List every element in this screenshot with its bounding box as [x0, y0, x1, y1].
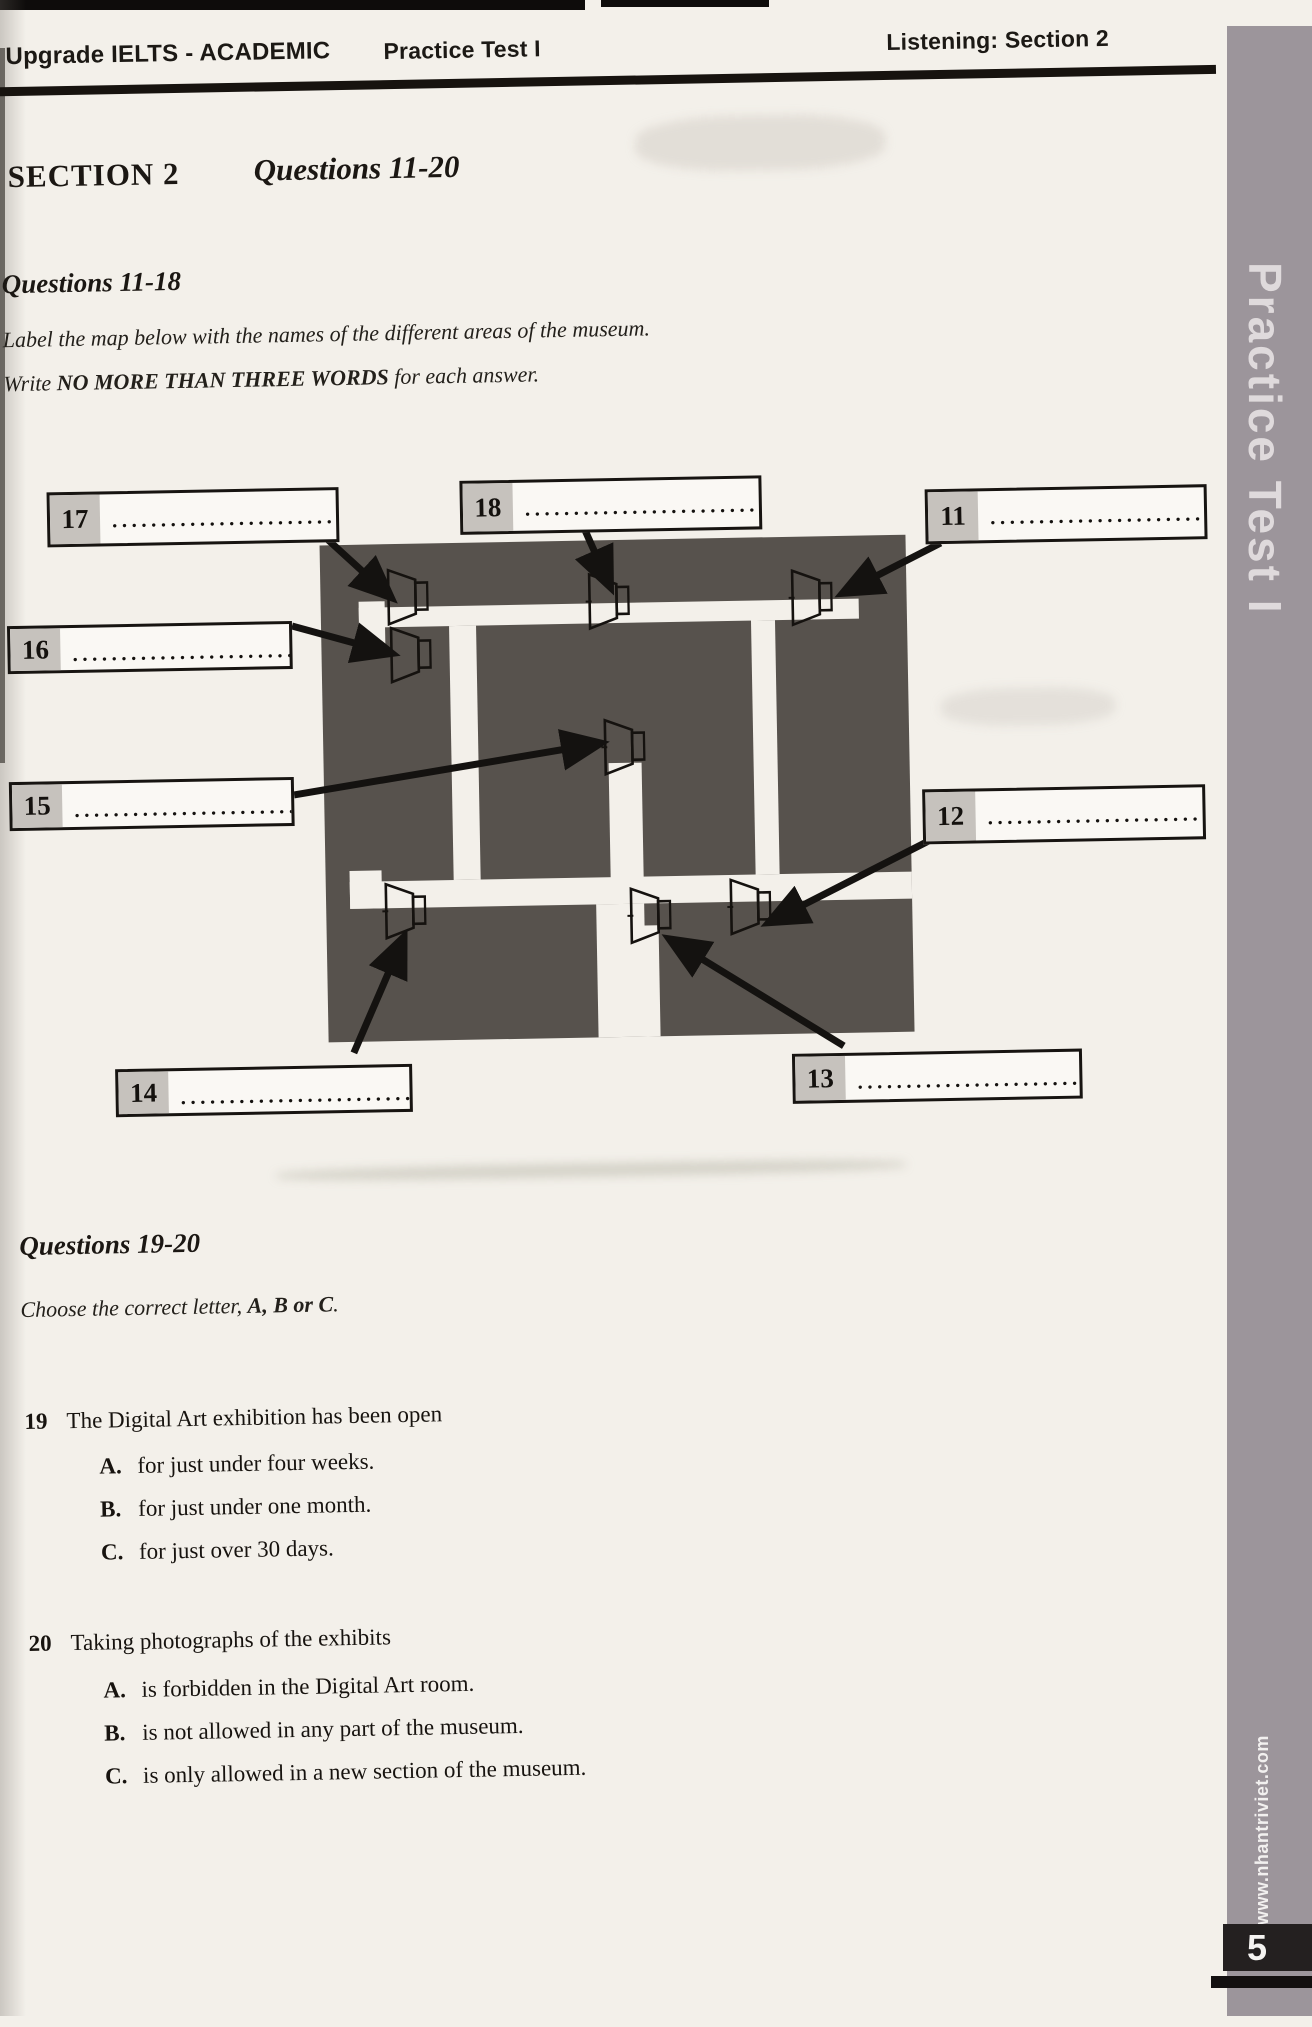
answer-box-14: 14 ....................................: [115, 1063, 413, 1118]
section-question-range: Questions 11-20: [253, 148, 460, 188]
map-task-heading: Questions 11-18: [1, 265, 182, 300]
answer-number: 11: [927, 491, 979, 542]
question-20-option-b[interactable]: is not allowed in any part of the museum…: [142, 1712, 524, 1745]
corridor-vertical-right: [750, 620, 780, 875]
answer-blank-13[interactable]: ....................................: [857, 1063, 1080, 1094]
mc-task-heading: Questions 19-20: [19, 1227, 201, 1262]
answer-box-17: 17 ....................................: [46, 487, 340, 548]
door-11-icon: [788, 567, 833, 628]
question-19-number: 19: [24, 1408, 48, 1434]
question-19-text: The Digital Art exhibition has been open: [66, 1401, 443, 1434]
mc-task-instruction: Choose the correct letter, A, B or C.: [20, 1291, 339, 1323]
answer-box-13: 13 ....................................: [791, 1048, 1083, 1104]
scan-edge-sliver: [0, 48, 5, 763]
answer-box-16: 16 ....................................: [6, 620, 293, 675]
corridor-vertical-center: [608, 762, 644, 881]
answer-box-12: 12 ....................................: [922, 784, 1207, 845]
door-12-icon: [727, 876, 772, 937]
question-19-option-c-letter: C.: [100, 1539, 124, 1565]
sidebar-website: www.nhantriviet.com: [1252, 1735, 1272, 1925]
question-20-option-a[interactable]: is forbidden in the Digital Art room.: [141, 1670, 475, 1702]
mc-instruction-prefix: Choose the correct letter,: [20, 1292, 248, 1323]
question-20-option-a-letter: A.: [103, 1677, 127, 1703]
page-number-bar: [1211, 1976, 1312, 1988]
answer-number: 13: [794, 1055, 846, 1101]
answer-blank-14[interactable]: ....................................: [180, 1078, 410, 1110]
answer-number: 17: [49, 494, 101, 545]
header-section-title: Listening: Section 2: [886, 24, 1110, 55]
question-19-option-a-letter: A.: [99, 1453, 122, 1479]
page-number-box: 5: [1223, 1924, 1312, 1971]
answer-box-18: 18 ....................................: [459, 475, 763, 535]
sidebar: [1227, 26, 1312, 2016]
header-rule: [0, 64, 1217, 97]
mc-instruction-bold: A, B or C: [247, 1291, 334, 1318]
answer-number: 15: [11, 784, 63, 829]
instruction-2-bold: NO MORE THAN THREE WORDS: [56, 364, 389, 396]
question-19-option-b-letter: B.: [99, 1496, 122, 1522]
question-20-option-c[interactable]: is only allowed in a new section of the …: [142, 1754, 587, 1788]
corridor-vertical-left: [449, 625, 481, 881]
corridor-lower-left-notch: [349, 870, 383, 909]
answer-blank-16[interactable]: ....................................: [72, 635, 290, 666]
question-20-number: 20: [28, 1630, 52, 1656]
answer-number: 12: [925, 791, 977, 842]
question-19-option-b[interactable]: for just under one month.: [137, 1491, 372, 1521]
question-19-option-c[interactable]: for just over 30 days.: [138, 1535, 334, 1564]
scan-edge-strip: [0, 0, 585, 10]
door-18-icon: [585, 571, 630, 632]
answer-blank-17[interactable]: ....................................: [111, 501, 337, 533]
sidebar-tab-label: Practice Test I: [1239, 262, 1291, 616]
question-19-option-a[interactable]: for just under four weeks.: [137, 1448, 375, 1478]
answer-box-15: 15 ....................................: [8, 776, 295, 832]
header-test-title: Practice Test I: [383, 35, 541, 65]
question-20-text: Taking photographs of the exhibits: [70, 1624, 392, 1656]
mc-instruction-suffix: .: [332, 1291, 339, 1317]
question-20-option-c-letter: C.: [104, 1763, 128, 1789]
answer-box-11: 11 ....................................: [924, 484, 1208, 545]
door-14-icon: [382, 881, 427, 942]
instruction-2-prefix: Write: [3, 370, 57, 397]
answer-blank-11[interactable]: ....................................: [989, 498, 1205, 530]
answer-number: 14: [118, 1071, 169, 1115]
scan-smudge: [940, 685, 1116, 728]
scan-smudge: [634, 113, 886, 173]
scan-edge-strip: [601, 0, 769, 7]
instruction-2-suffix: for each answer.: [388, 361, 540, 390]
page-number: 5: [1247, 1926, 1268, 1968]
door-13-icon: [627, 885, 672, 946]
door-16-icon: [387, 624, 432, 685]
answer-number: 18: [462, 482, 514, 532]
answer-number: 16: [10, 628, 61, 672]
door-15-icon: [601, 717, 646, 778]
section-label: SECTION 2: [7, 155, 180, 195]
question-20-option-b-letter: B.: [104, 1720, 126, 1746]
map-task-instruction-2: Write NO MORE THAN THREE WORDS for each …: [3, 361, 539, 397]
door-17-icon: [384, 566, 429, 627]
answer-blank-15[interactable]: ....................................: [74, 791, 292, 822]
map-task-instruction-1: Label the map below with the names of th…: [2, 315, 651, 353]
header-book-title: Upgrade IELTS - ACADEMIC: [5, 37, 331, 71]
scan-smudge: [275, 1157, 907, 1183]
corridor-upper-left-notch: [358, 601, 386, 648]
museum-map: [319, 534, 915, 1043]
answer-blank-12[interactable]: ....................................: [987, 798, 1204, 830]
answer-blank-18[interactable]: ....................................: [524, 490, 760, 521]
